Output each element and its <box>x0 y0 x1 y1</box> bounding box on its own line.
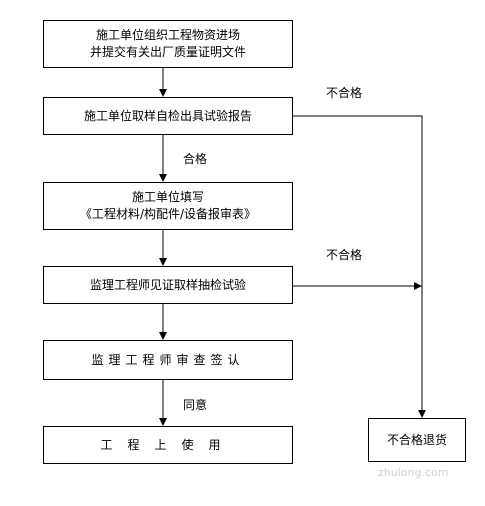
step3-line2: 《工程材料/构配件/设备报审表》 <box>79 207 257 221</box>
step5-line1: 监理工程师审查签认 <box>91 352 245 367</box>
watermark-text: zhulong.com <box>378 466 449 479</box>
step-box-fill-form: 施工单位填写 《工程材料/构配件/设备报审表》 <box>43 182 293 230</box>
step-box-use-in-project: 工程上使用 <box>43 426 293 464</box>
edge-label-fail-1: 不合格 <box>326 86 363 100</box>
edge-label-agree: 同意 <box>183 398 208 412</box>
step2-line1: 施工单位取样自检出具试验报告 <box>83 108 252 123</box>
step1-line2: 并提交有关出厂质量证明文件 <box>89 45 246 59</box>
edge-label-pass: 合格 <box>183 152 208 166</box>
step4-line1: 监理工程师见证取样抽检试验 <box>89 277 246 292</box>
edge-label-fail-2: 不合格 <box>326 248 363 262</box>
step-box-witness-sampling: 监理工程师见证取样抽检试验 <box>43 266 293 304</box>
reject-line1: 不合格退货 <box>386 432 447 447</box>
step1-line1: 施工单位组织工程物资进场 <box>95 28 240 42</box>
step6-line1: 工程上使用 <box>100 437 236 452</box>
connector-step2-reject <box>293 115 426 418</box>
step3-line1: 施工单位填写 <box>131 190 204 204</box>
reject-box-return-goods: 不合格退货 <box>368 418 466 462</box>
step-box-self-inspection: 施工单位取样自检出具试验报告 <box>43 97 293 135</box>
step-box-materials-entry: 施工单位组织工程物资进场 并提交有关出厂质量证明文件 <box>43 20 293 68</box>
step-box-engineer-review: 监理工程师审查签认 <box>43 340 293 380</box>
